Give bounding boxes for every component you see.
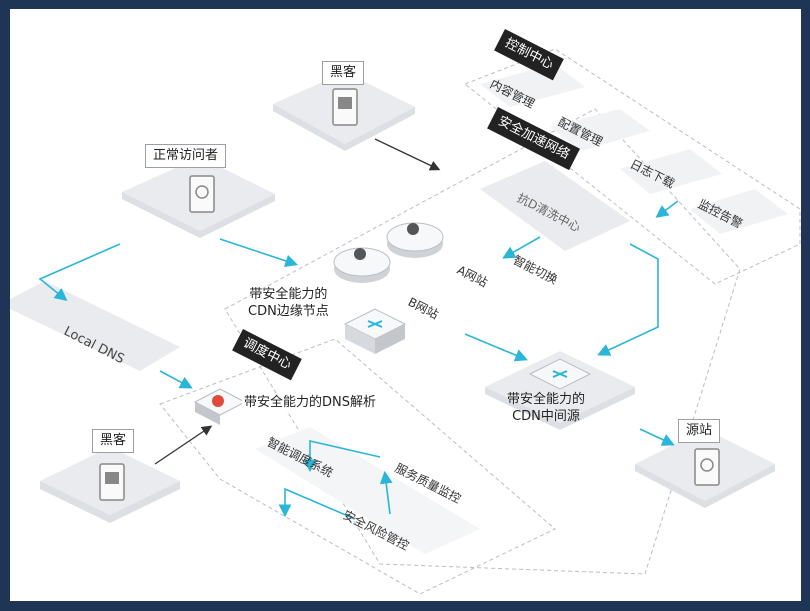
dns-resolve-label: 带安全能力的DNS解析 bbox=[242, 394, 378, 411]
diagram-graphics bbox=[10, 48, 801, 595]
hacker-bottom-device-icon bbox=[99, 463, 125, 501]
edge-node-label: 带安全能力的 CDN边缘节点 bbox=[248, 286, 329, 320]
dispatch-smart-arrow bbox=[303, 439, 381, 473]
normal-visitor-label: 正常访问者 bbox=[145, 144, 227, 168]
smart-switch-arrow bbox=[502, 236, 541, 259]
hacker-top-attack-arrow bbox=[374, 138, 441, 171]
edge-node-cube-icon bbox=[343, 308, 407, 354]
anti-d-platform bbox=[480, 161, 630, 251]
visitor-to-edge-arrow bbox=[219, 238, 299, 268]
mid-source-label-line2: CDN中间源 bbox=[512, 409, 580, 424]
normal-visitor-device-icon bbox=[189, 175, 215, 213]
edge-node-label-line1: 带安全能力的 bbox=[249, 287, 328, 302]
hacker-top-device-icon bbox=[332, 88, 358, 126]
dispatch-center-region bbox=[159, 338, 556, 595]
hacker-bottom-attack-arrow bbox=[154, 425, 213, 465]
mid-source-label: 带安全能力的 CDN中间源 bbox=[507, 391, 585, 425]
site-b-disc-icon bbox=[333, 247, 391, 283]
mid-source-cube-icon bbox=[528, 358, 592, 390]
mid-source-label-line1: 带安全能力的 bbox=[507, 392, 586, 407]
origin-label: 源站 bbox=[678, 419, 721, 443]
dispatch-items-plate bbox=[255, 427, 480, 554]
edge-node-label-line2: CDN边缘节点 bbox=[248, 304, 329, 319]
diagram-canvas: 黑客 正常访问者 黑客 源站 Local DNS 带安全能力的 CDN边缘节点 … bbox=[10, 9, 801, 601]
hacker-top-label: 黑客 bbox=[322, 61, 365, 85]
mid-to-origin-arrow bbox=[639, 428, 675, 446]
hacker-bottom-label: 黑客 bbox=[92, 429, 135, 453]
dispatch-quality-arrow bbox=[379, 470, 393, 515]
site-a-disc-icon bbox=[386, 222, 444, 258]
origin-device-icon bbox=[694, 448, 720, 486]
local-dns-platform bbox=[10, 281, 180, 371]
anti-d-to-mid-arrow bbox=[597, 243, 659, 356]
control-to-anti-d-arrow bbox=[655, 200, 679, 218]
edge-to-mid-arrow bbox=[464, 333, 528, 362]
visitor-to-dns-arrow bbox=[38, 243, 121, 301]
dispatch-risk-arrow bbox=[278, 487, 356, 520]
dns-to-resolver-arrow bbox=[159, 370, 193, 389]
dns-resolver-device-icon bbox=[193, 388, 247, 425]
